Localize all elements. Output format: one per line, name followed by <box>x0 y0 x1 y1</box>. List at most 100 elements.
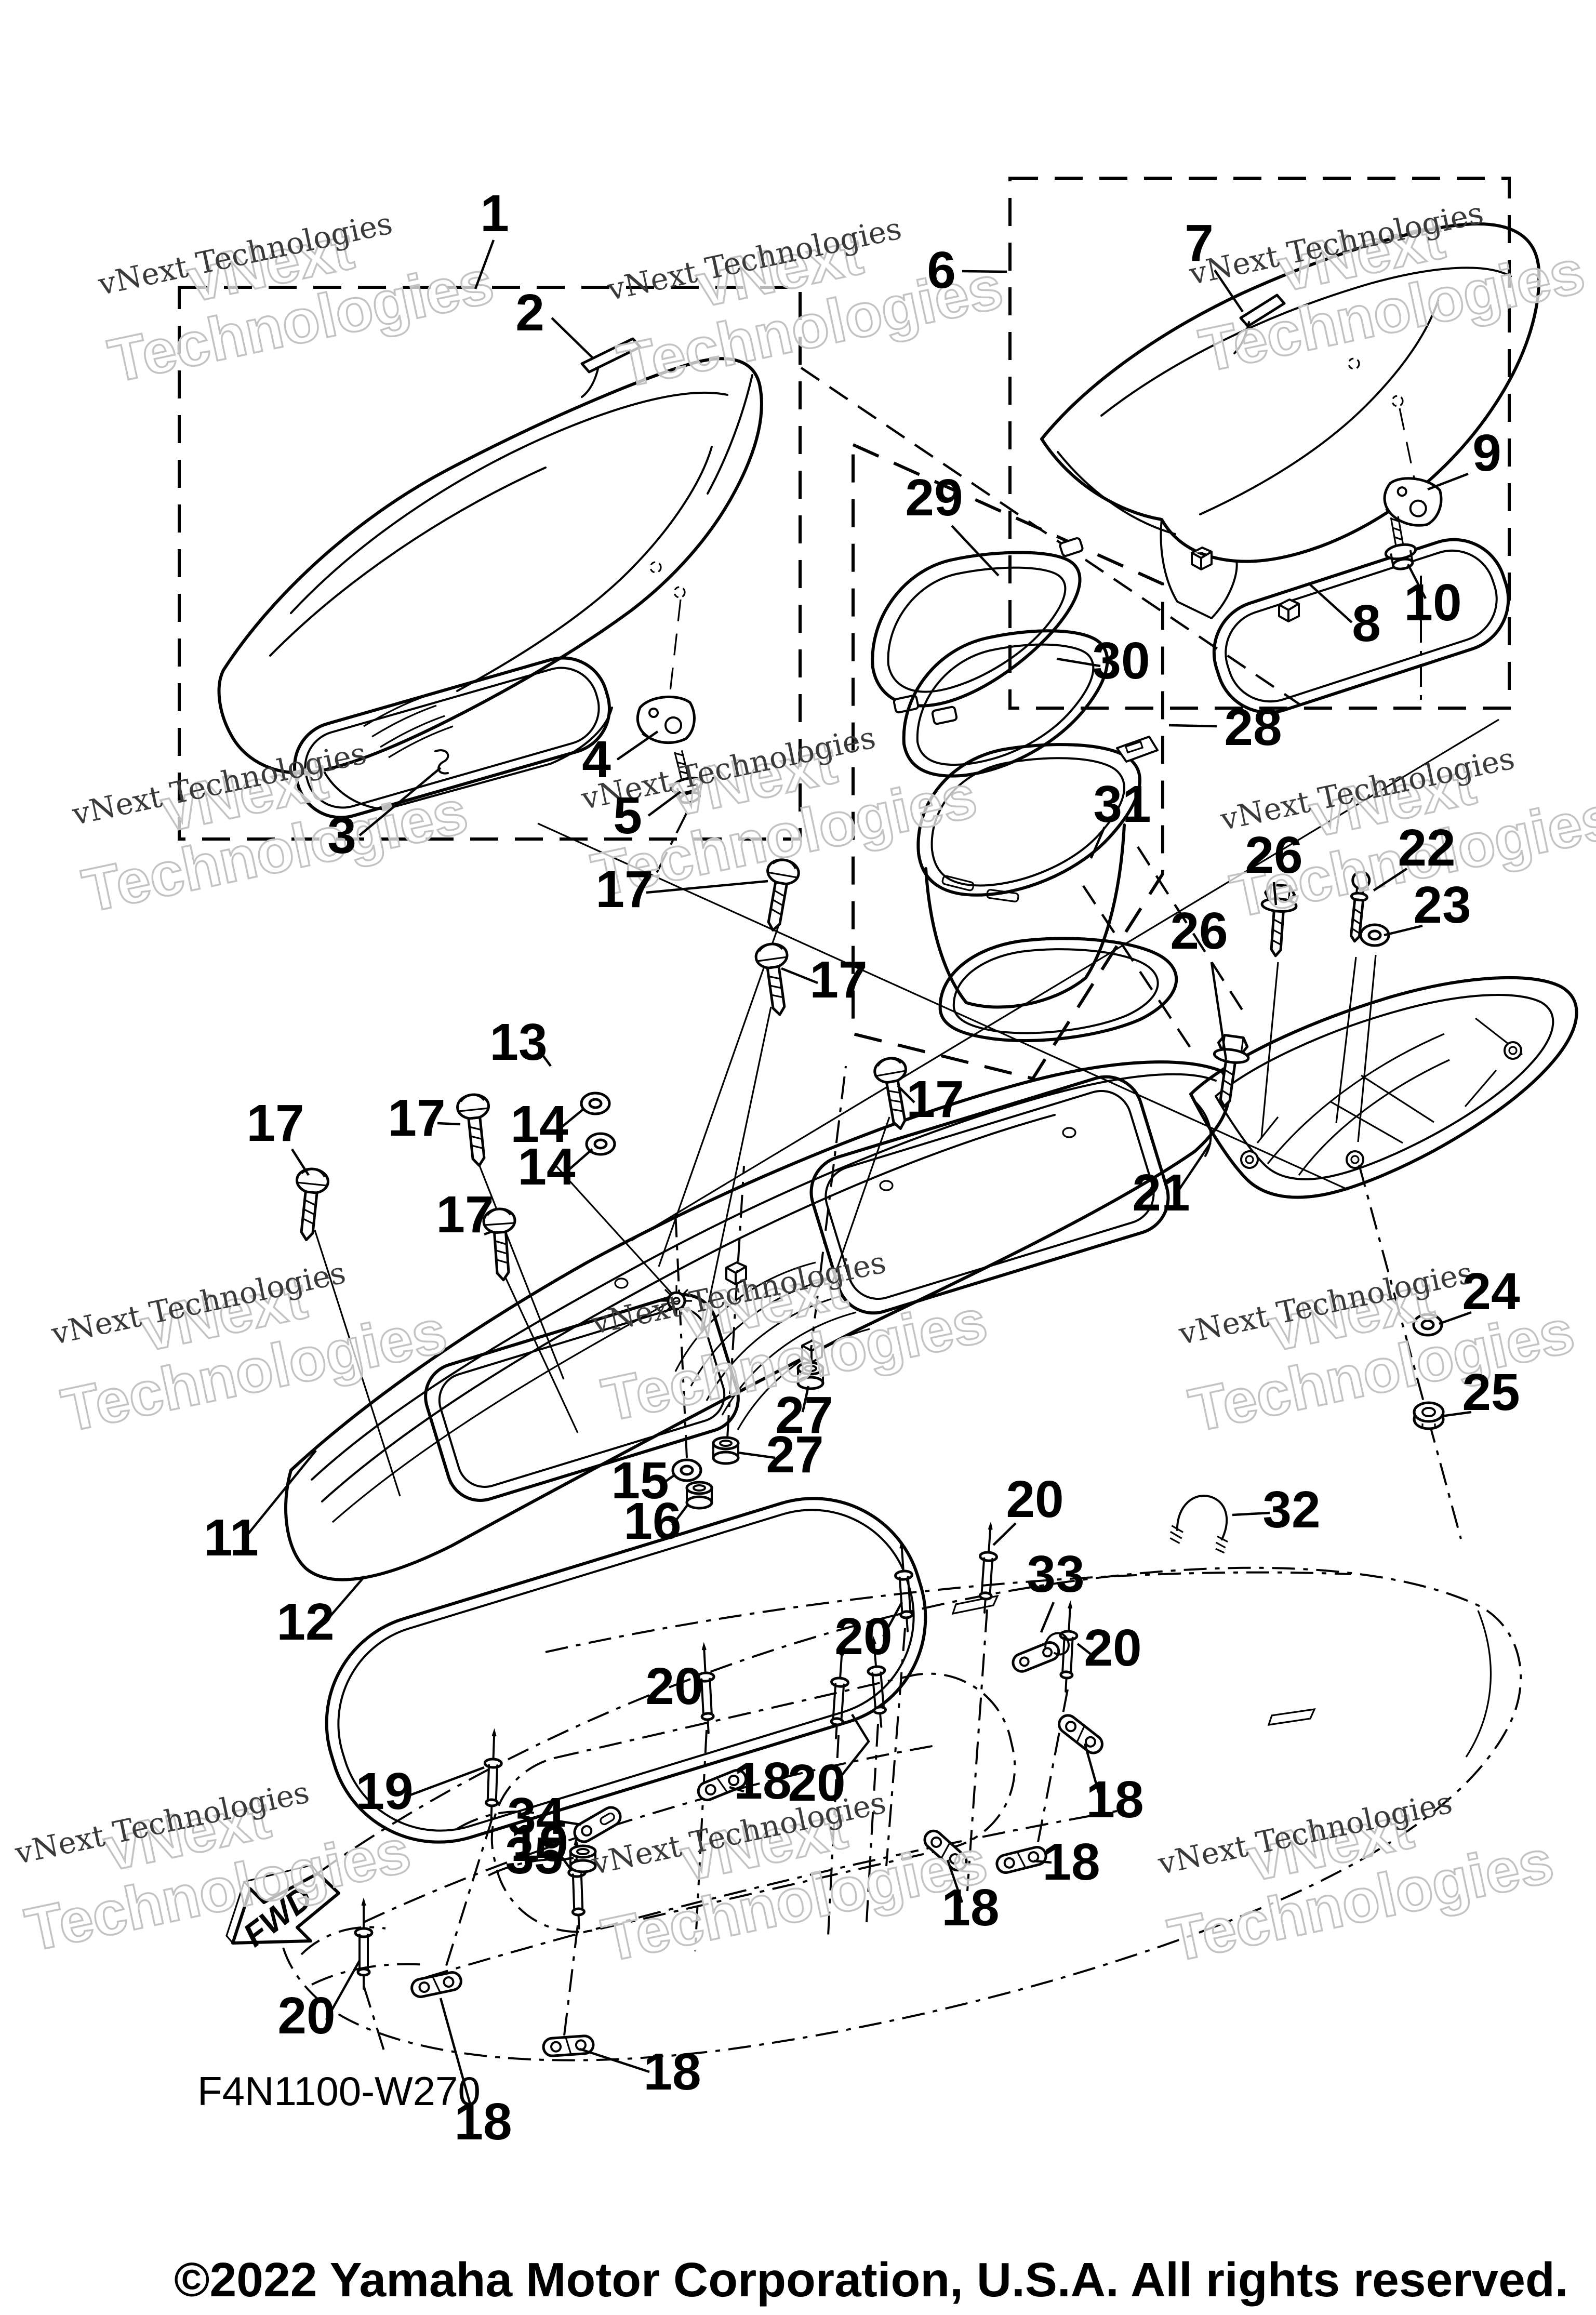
callout-12-11: 12 <box>276 1575 366 1651</box>
callout-13-12: 13 <box>489 1013 552 1071</box>
callout-leader <box>835 1713 870 1783</box>
callout-21-37: 21 <box>1132 1142 1212 1222</box>
callout-number: 18 <box>454 2093 512 2151</box>
callout-leader <box>946 1859 964 1903</box>
seat-assembly-box-2 <box>1008 177 1541 714</box>
callout-number: 20 <box>645 1657 703 1715</box>
bucket-31 <box>916 736 1159 1009</box>
callout-18-27: 18 <box>439 1998 512 2151</box>
callout-17-17: 17 <box>595 860 768 919</box>
callout-leader <box>671 1504 689 1526</box>
callout-leader <box>1089 827 1106 859</box>
callout-number: 17 <box>436 1186 494 1244</box>
callout-23-39: 23 <box>1384 876 1471 937</box>
callout-27-45: 27 <box>737 1426 824 1484</box>
seat-strap-2 <box>580 337 642 374</box>
pin-20-icon <box>355 1900 372 1989</box>
clamp-18-icon <box>995 1845 1047 1874</box>
clamp-18-icon <box>543 2035 594 2057</box>
nut-16-icon <box>687 1482 712 1508</box>
washer-14-icon <box>581 1093 609 1114</box>
callout-number: 1 <box>480 184 509 243</box>
callout-number: 18 <box>643 2043 701 2101</box>
callout-number: 5 <box>613 787 642 845</box>
part-code-text: F4N1100-W270 <box>197 2068 481 2114</box>
callout-leader <box>660 1473 676 1486</box>
gasket-30 <box>902 629 1109 778</box>
callout-leader <box>474 240 495 289</box>
callout-number: 18 <box>941 1879 999 1937</box>
callout-number: 20 <box>1006 1470 1063 1528</box>
seat-foot-icon <box>1191 547 1213 570</box>
callout-leader <box>551 317 594 360</box>
callout-18-28: 18 <box>579 2043 701 2101</box>
callout-leader <box>324 1575 366 1623</box>
callout-11-10: 11 <box>204 1449 317 1567</box>
storage-box-group-28 <box>800 367 1301 1081</box>
bucket-gasket <box>938 937 1178 1042</box>
callout-leader <box>247 1449 317 1535</box>
callout-26-43: 26 <box>1170 902 1228 1060</box>
callout-20-36: 20 <box>277 1960 361 2045</box>
callout-18-23: 18 <box>729 1752 792 1810</box>
callout-leader <box>556 1819 581 1826</box>
callout-2-1: 2 <box>515 284 594 360</box>
callout-leader <box>737 1451 776 1459</box>
pin-19-icon <box>483 1731 502 1820</box>
callout-leader <box>1441 1411 1472 1418</box>
callout-number: 32 <box>1262 1481 1320 1539</box>
callout-leader <box>439 1998 472 2107</box>
washer-15-icon <box>673 1460 701 1481</box>
callout-35-53: 35 <box>505 1827 574 1885</box>
callout-28-46: 28 <box>1168 698 1282 756</box>
callout-number: 31 <box>1093 775 1151 833</box>
callout-7-6: 7 <box>1185 214 1244 313</box>
lock-bracket-4-icon <box>637 697 694 742</box>
callout-number: 23 <box>1413 876 1471 934</box>
callout-number: 20 <box>834 1607 892 1666</box>
hook-32-icon <box>1167 1489 1238 1554</box>
callout-number: 13 <box>489 1013 547 1071</box>
callout-3-2: 3 <box>327 767 442 864</box>
callout-5-4: 5 <box>613 787 682 845</box>
callout-leader <box>962 270 1007 273</box>
callout-8-7: 8 <box>1307 582 1381 653</box>
callout-number: 27 <box>775 1386 833 1444</box>
callout-number: 17 <box>595 860 653 919</box>
callout-leader <box>1214 269 1244 313</box>
callout-leader <box>801 1386 810 1413</box>
callout-19-29: 19 <box>355 1762 485 1820</box>
callout-leader <box>897 1085 915 1103</box>
callout-20-34: 20 <box>645 1657 703 1715</box>
callout-14-14: 14 <box>517 1138 593 1196</box>
luggage-rack-21 <box>1189 976 1578 1199</box>
callout-number: 24 <box>1462 1262 1520 1321</box>
lock-bracket-9-icon <box>1379 472 1445 530</box>
callout-number: 26 <box>1245 826 1302 884</box>
callout-leader <box>437 1122 461 1126</box>
callout-leader <box>951 525 1000 577</box>
callout-number: 2 <box>515 284 544 342</box>
callout-17-21: 17 <box>388 1089 461 1147</box>
callout-number: 33 <box>1027 1545 1084 1603</box>
callout-leader <box>1439 1311 1472 1325</box>
nut-25-icon <box>1414 1403 1443 1429</box>
callout-number: 19 <box>355 1762 413 1820</box>
construction-lines <box>314 576 1499 2053</box>
frame-29 <box>871 537 1084 725</box>
callout-leader <box>1083 1743 1102 1799</box>
callout-leader <box>1076 1643 1093 1656</box>
callout-leader <box>1232 1511 1270 1516</box>
callout-number: 18 <box>734 1752 791 1810</box>
callout-leader <box>1427 472 1469 491</box>
callout-20-31: 20 <box>992 1470 1064 1546</box>
callout-17-22: 17 <box>436 1186 494 1244</box>
callout-leader <box>1168 724 1217 728</box>
callout-number: 20 <box>1084 1619 1141 1677</box>
callout-33-51: 33 <box>1027 1545 1085 1633</box>
callout-number: 10 <box>1404 574 1461 632</box>
callout-number: 35 <box>505 1827 563 1885</box>
